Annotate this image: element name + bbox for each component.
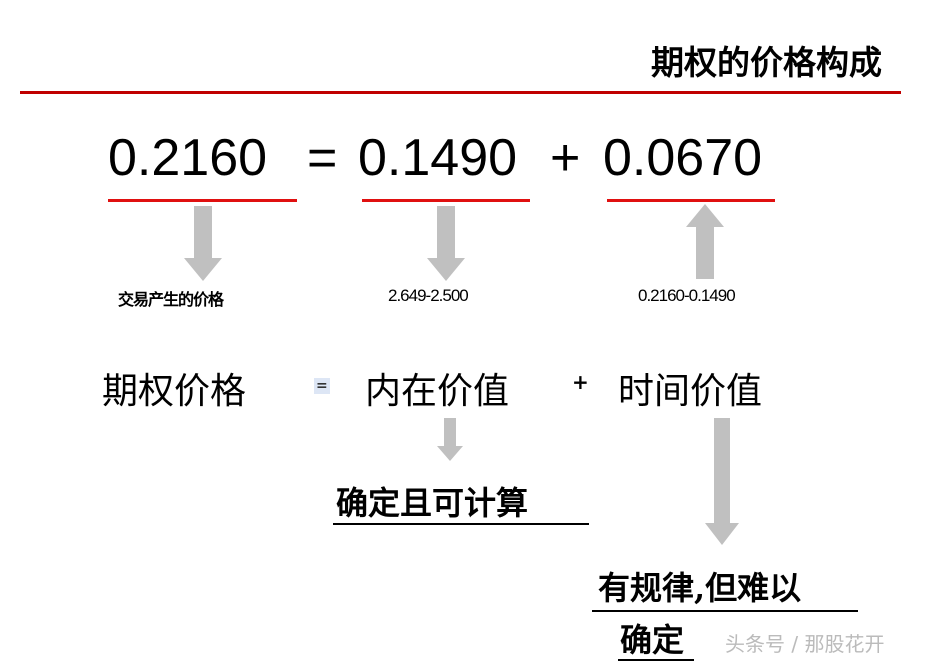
plus-sign: +	[550, 129, 581, 187]
arrow-down-icon	[705, 418, 739, 545]
underline-total	[108, 199, 297, 202]
conclusion-time-underline-2	[618, 659, 694, 661]
equals-sign: =	[307, 129, 338, 187]
label-intrinsic-value: 内在价值	[365, 371, 510, 412]
label-option-price: 期权价格	[102, 371, 247, 412]
title-divider	[20, 91, 901, 94]
watermark: 头条号 / 那股花开	[725, 632, 885, 656]
conclusion-time-line2: 确定	[620, 621, 685, 659]
note-trade-price: 交易产生的价格	[118, 290, 224, 309]
arrow-up-icon	[686, 204, 724, 279]
slide-title: 期权的价格构成	[651, 43, 882, 82]
underline-time	[607, 199, 775, 202]
conclusion-intrinsic: 确定且可计算	[336, 484, 529, 522]
formula-plus: +	[572, 370, 589, 394]
note-time-calc: 0.2160-0.1490	[638, 286, 736, 305]
arrow-down-icon	[184, 206, 222, 281]
intrinsic-value: 0.1490	[358, 129, 518, 187]
arrow-down-icon	[437, 418, 463, 461]
note-intrinsic-calc: 2.649-2.500	[388, 286, 469, 305]
label-time-value: 时间价值	[618, 371, 763, 412]
formula-equals: =	[314, 378, 330, 394]
conclusion-time-underline	[592, 610, 858, 612]
option-price-value: 0.2160	[108, 129, 268, 187]
conclusion-intrinsic-underline	[333, 523, 589, 525]
arrow-down-icon	[427, 206, 465, 281]
time-value: 0.0670	[603, 129, 763, 187]
conclusion-time-line1: 有规律,但难以	[598, 569, 802, 607]
underline-intrinsic	[362, 199, 530, 202]
